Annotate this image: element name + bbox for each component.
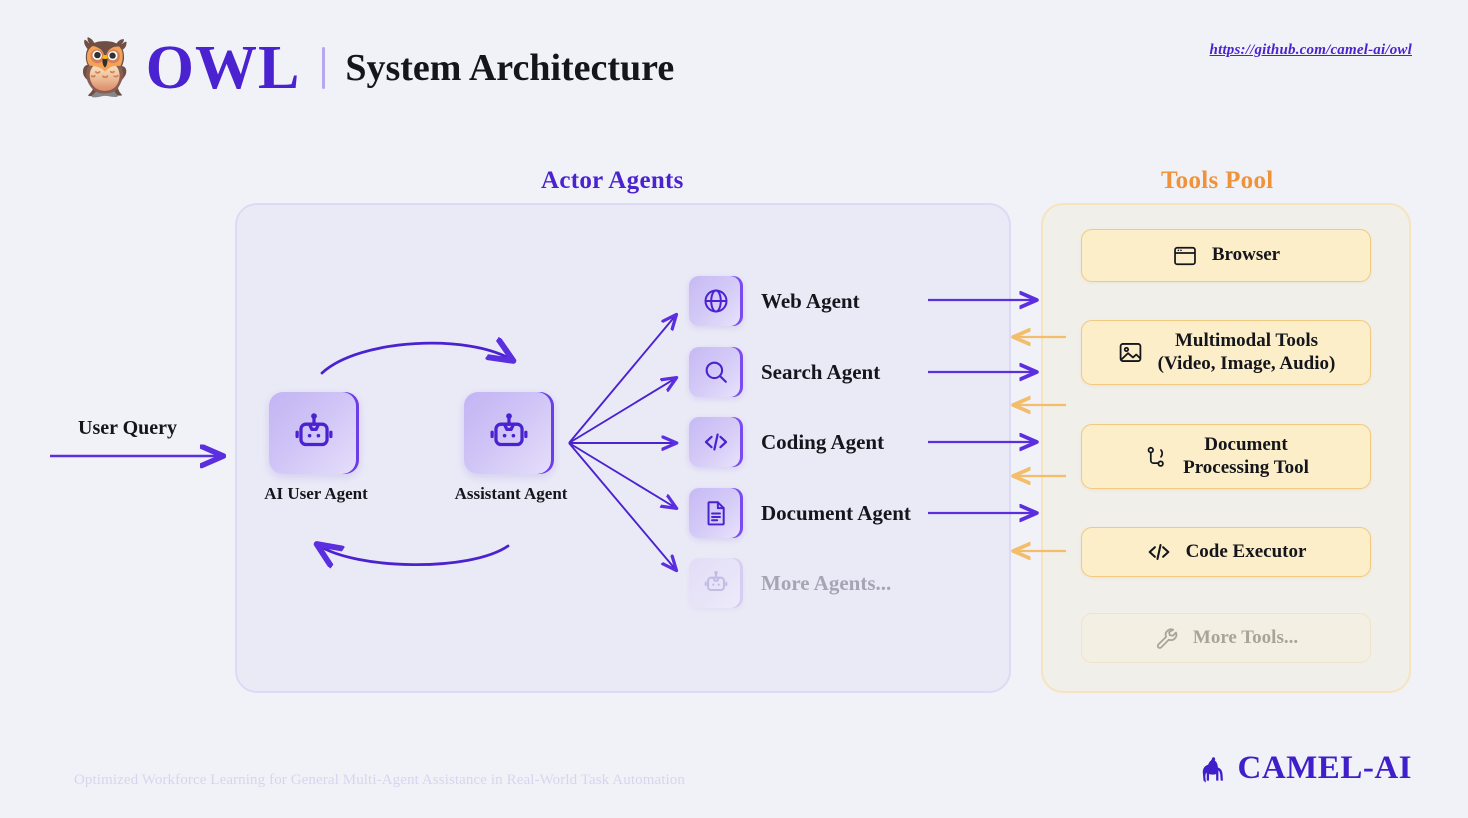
ai-user-agent-label: AI User Agent — [264, 484, 368, 503]
user-query-label: User Query — [78, 417, 178, 439]
globe-icon — [689, 276, 743, 326]
brand-name: OWL — [145, 34, 301, 102]
agent-label: Coding Agent — [761, 429, 885, 454]
agent-label: Document Agent — [761, 500, 911, 525]
image-icon — [1117, 339, 1144, 366]
agent-row-coding[interactable]: Coding Agent — [689, 417, 884, 467]
actor-agents-title: Actor Agents — [541, 167, 684, 194]
wrench-icon — [1154, 626, 1179, 651]
robot-icon — [464, 392, 554, 474]
ai-user-agent-node[interactable]: AI User Agent — [264, 392, 368, 504]
agent-label: More Agents... — [761, 570, 892, 595]
browser-icon — [1172, 243, 1198, 269]
tool-label: More Tools... — [1192, 626, 1299, 648]
tool-label: Code Executor — [1185, 540, 1307, 562]
git-branch-icon — [1143, 444, 1169, 470]
tool-label: Document Processing Tool — [1183, 433, 1309, 478]
camel-ai-logo: CAMEL-AI — [1197, 752, 1413, 785]
robot-icon — [269, 392, 359, 474]
camel-ai-wordmark: CAMEL-AI — [1237, 750, 1412, 786]
page-header: 🦉 OWL System Architecture — [70, 28, 674, 108]
page-title: System Architecture — [345, 47, 675, 89]
assistant-agent-node[interactable]: Assistant Agent — [455, 392, 567, 504]
code-icon — [689, 417, 743, 467]
owl-icon: 🦉 — [70, 37, 140, 99]
tool-card-more-tools[interactable]: More Tools... — [1081, 613, 1371, 663]
tool-label: Browser — [1211, 244, 1281, 266]
tool-card-code-executor[interactable]: Code Executor — [1081, 527, 1371, 577]
agent-row-web[interactable]: Web Agent — [689, 276, 860, 326]
tool-card-browser[interactable]: Browser — [1081, 229, 1371, 282]
agent-label: Search Agent — [761, 359, 881, 384]
title-divider — [322, 47, 326, 89]
camel-icon — [1197, 754, 1231, 784]
repo-url-link[interactable]: https://github.com/camel-ai/owl — [1209, 42, 1412, 58]
code-icon — [1146, 539, 1172, 565]
search-icon — [689, 347, 743, 397]
agent-row-more[interactable]: More Agents... — [689, 558, 891, 608]
tool-card-document-processing[interactable]: Document Processing Tool — [1081, 424, 1371, 489]
robot-icon — [689, 558, 743, 608]
tool-label: Multimodal Tools (Video, Image, Audio) — [1157, 329, 1336, 374]
tools-pool-title: Tools Pool — [1161, 167, 1274, 194]
tool-card-multimodal[interactable]: Multimodal Tools (Video, Image, Audio) — [1081, 320, 1371, 385]
footer-tagline: Optimized Workforce Learning for General… — [74, 772, 685, 788]
agent-row-document[interactable]: Document Agent — [689, 488, 911, 538]
assistant-agent-label: Assistant Agent — [454, 484, 568, 503]
agent-row-search[interactable]: Search Agent — [689, 347, 880, 397]
document-icon — [689, 488, 743, 538]
agent-label: Web Agent — [761, 288, 860, 313]
